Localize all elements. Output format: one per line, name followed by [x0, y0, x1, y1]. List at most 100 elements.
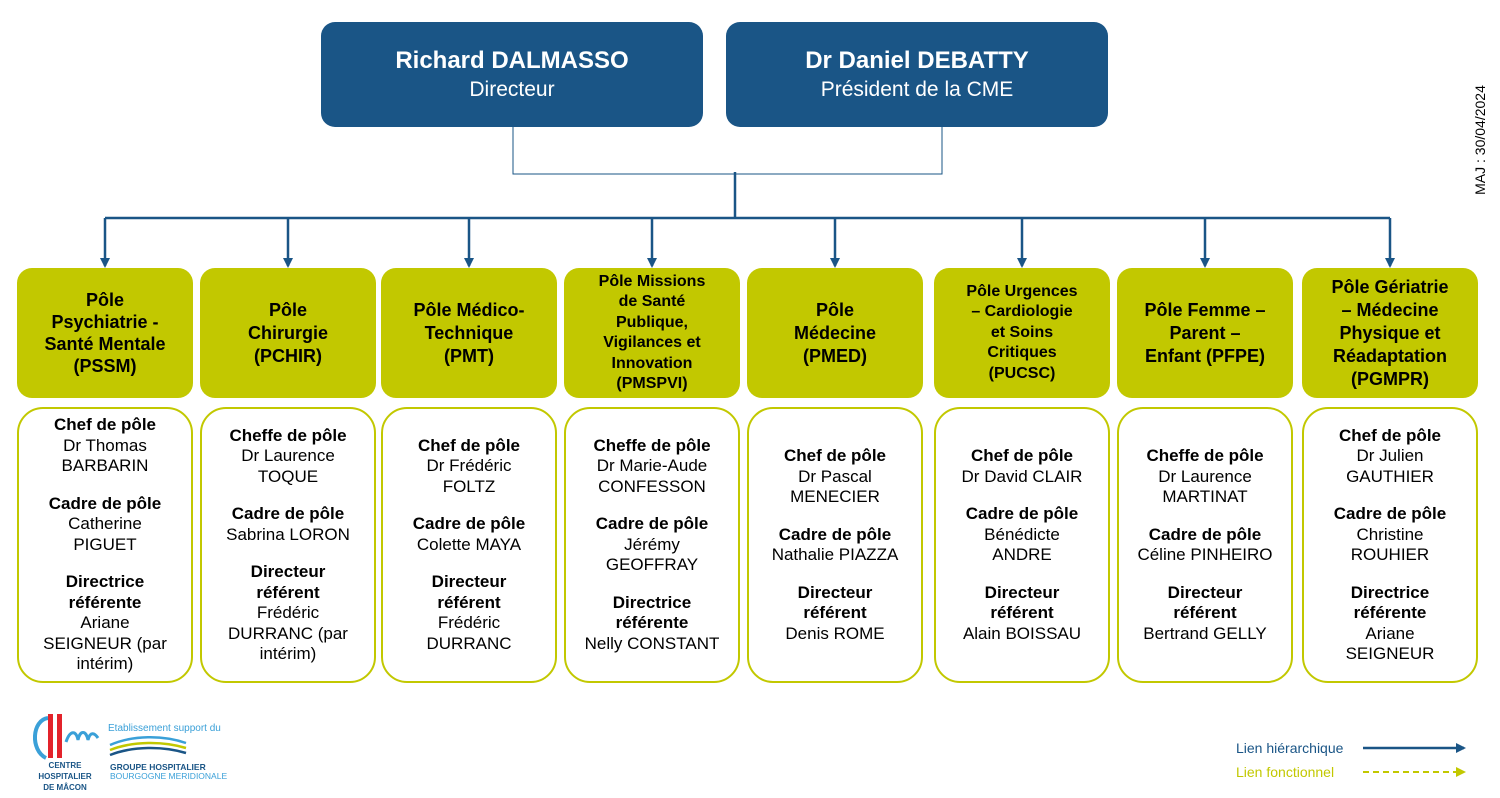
staff-role: Cadre de pôle — [412, 514, 526, 534]
staff-name: CONFESSON — [598, 476, 706, 496]
pole-title-line: Innovation — [611, 354, 693, 372]
staff-role: référente — [68, 592, 142, 612]
staff-role: Cadre de pôle — [778, 524, 892, 544]
staff-name: Ariane — [1365, 623, 1415, 643]
pole-title-line: (PMT) — [444, 345, 494, 366]
pole-title-line: Pôle — [815, 299, 854, 320]
staff-name: Ariane — [80, 613, 130, 633]
staff-role: Directeur — [431, 572, 507, 592]
pole-title-line: (PMSPVI) — [616, 375, 688, 392]
cme-president-box: Dr Daniel DEBATTY Président de la CME — [726, 22, 1108, 127]
pole-title-line: Pôle — [268, 299, 307, 320]
gh-logo-text: GROUPE HOSPITALIER BOURGOGNE MERIDIONALE — [110, 763, 227, 781]
staff-name: PIGUET — [73, 534, 137, 554]
pole-title-line: Pôle — [85, 290, 124, 310]
legend-functional-label: Lien fonctionnel — [1236, 764, 1335, 780]
staff-name: GEOFFRAY — [605, 555, 699, 575]
cme-president-name: Dr Daniel DEBATTY — [805, 47, 1029, 74]
staff-role: Cadre de pôle — [48, 493, 162, 513]
gh-logo-subline: BOURGOGNE MERIDIONALE — [110, 771, 228, 781]
director-box: Richard DALMASSO Directeur — [321, 22, 703, 127]
pole-title-line: de Santé — [618, 293, 686, 310]
director-bracket-line — [512, 127, 943, 175]
pole-title-line: Enfant (PFPE) — [1145, 345, 1265, 366]
staff-name: Céline PINHEIRO — [1137, 545, 1273, 564]
staff-role: Cheffe de pôle — [593, 435, 711, 455]
staff-role: Directrice — [612, 592, 692, 612]
staff-name: DURRANC — [426, 633, 512, 653]
staff-role: Directeur — [1167, 582, 1243, 602]
staff-name: Dr Pascal — [798, 466, 872, 486]
staff-role: référent — [990, 603, 1054, 622]
staff-name: SEIGNEUR (par — [43, 633, 167, 653]
staff-name: FOLTZ — [442, 476, 496, 496]
pole-title-line: Pôle Gériatrie — [1331, 276, 1449, 297]
pole-title-line: Physique et — [1339, 322, 1441, 343]
pole-title-line: (PSSM) — [73, 356, 137, 376]
staff-name: Dr Julien — [1356, 446, 1424, 465]
staff-role: Directeur — [984, 582, 1060, 602]
staff-name: intérim) — [76, 654, 134, 674]
staff-role: Chef de pôle — [1338, 425, 1441, 445]
staff-role: Chef de pôle — [53, 415, 156, 435]
pole-title-line: Psychiatrie - — [51, 312, 159, 332]
staff-role: Directeur — [250, 562, 326, 581]
staff-name: ANDRE — [992, 545, 1052, 564]
pole-title-box: Pôle Médico-Technique(PMT) — [381, 268, 557, 398]
staff-name: Frédéric — [256, 603, 320, 622]
chm-logo-line: DE MÂCON — [43, 783, 87, 792]
staff-name: SEIGNEUR — [1345, 644, 1435, 663]
staff-name: Dr David CLAIR — [961, 466, 1083, 486]
staff-role: Directeur — [797, 582, 873, 602]
pole-title-line: (PCHIR) — [253, 345, 322, 366]
staff-role: Directrice — [65, 572, 145, 592]
staff-name: Bénédicte — [984, 524, 1060, 544]
chm-logo-line: CENTRE HOSPITALIER — [38, 761, 92, 781]
staff-role: Chef de pôle — [970, 446, 1073, 465]
staff-name: Dr Thomas — [63, 435, 147, 455]
pole-title-line: Critiques — [987, 344, 1057, 362]
pole-title-line: Technique — [424, 322, 514, 343]
chm-logo-icon — [32, 714, 100, 760]
pole-title-line: et Soins — [990, 323, 1054, 341]
staff-role: Cadre de pôle — [1333, 504, 1447, 523]
pole-title-line: Réadaptation — [1332, 345, 1447, 366]
chm-logo-text: CENTRE HOSPITALIER DE MÂCON — [28, 760, 102, 793]
staff-name: Nelly CONSTANT — [584, 633, 720, 653]
staff-name: Dr Marie-Aude — [596, 456, 708, 476]
staff-role: Chef de pôle — [417, 435, 520, 455]
pole-title-line: Parent – — [1169, 322, 1241, 343]
staff-name: intérim) — [259, 644, 317, 663]
staff-role: Directrice — [1350, 582, 1430, 602]
pole-title-line: Publique, — [615, 313, 688, 331]
staff-role: référent — [1173, 603, 1237, 622]
staff-role: référent — [437, 592, 501, 612]
staff-name: Dr Laurence — [1158, 466, 1252, 486]
